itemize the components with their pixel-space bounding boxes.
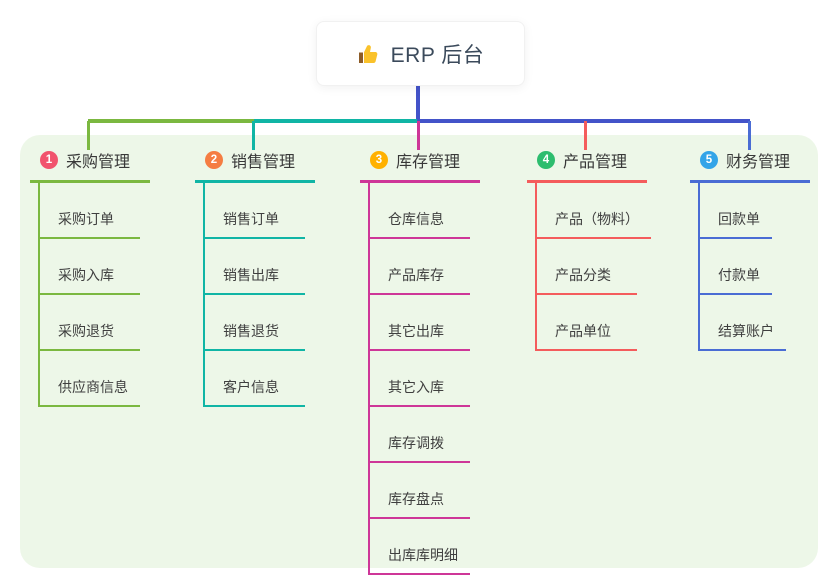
tree-item-label: 采购入库 xyxy=(58,267,114,283)
branch-badge: 4 xyxy=(537,151,555,169)
tree-item-label: 出库库明细 xyxy=(388,547,458,563)
connector-drop xyxy=(417,121,420,150)
tree-item[interactable]: 其它出库 xyxy=(370,295,470,351)
tree-item[interactable]: 其它入库 xyxy=(370,351,470,407)
tree-item-label: 供应商信息 xyxy=(58,379,128,395)
branch-title: 财务管理 xyxy=(726,154,791,171)
tree-item[interactable]: 采购入库 xyxy=(40,239,140,295)
branch-purchase: 1 采购管理 采购订单采购入库采购退货供应商信息 xyxy=(30,143,150,407)
branch-items: 产品（物料） 产品分类产品单位 xyxy=(535,183,651,351)
tree-item[interactable]: 销售订单 xyxy=(205,183,305,239)
branch-badge: 3 xyxy=(370,151,388,169)
connector-bus-segment xyxy=(417,119,750,123)
tree-item-label: 库存盘点 xyxy=(388,491,444,507)
tree-item[interactable]: 库存盘点 xyxy=(370,463,470,519)
branch-title: 产品管理 xyxy=(563,154,628,171)
tree-item-label: 采购退货 xyxy=(58,323,114,339)
tree-item-label: 付款单 xyxy=(718,267,760,283)
connector-drop xyxy=(584,121,587,150)
connector-bus-segment xyxy=(88,119,254,123)
branch-product: 4 产品管理 产品（物料） 产品分类产品单位 xyxy=(527,143,651,351)
tree-item[interactable]: 仓库信息 xyxy=(370,183,470,239)
branch-badge: 2 xyxy=(205,151,223,169)
tree-item[interactable]: 销售退货 xyxy=(205,295,305,351)
tree-item-label: 其它出库 xyxy=(388,323,444,339)
tree-item[interactable]: 结算账户 xyxy=(700,295,786,351)
root-title: ERP 后台 xyxy=(390,43,485,67)
canvas-panel xyxy=(20,135,818,568)
tree-item-label: 销售出库 xyxy=(223,267,279,283)
branch-items: 回款单付款单结算账户 xyxy=(698,183,786,351)
tree-item[interactable]: 采购订单 xyxy=(40,183,140,239)
tree-item-label: 仓库信息 xyxy=(388,211,444,227)
root-node[interactable]: ERP 后台 xyxy=(316,21,525,86)
connector-bus-segment xyxy=(254,119,419,123)
branch-items: 采购订单采购入库采购退货供应商信息 xyxy=(38,183,140,407)
tree-item-label: 其它入库 xyxy=(388,379,444,395)
branch-items: 仓库信息产品库存其它出库其它入库库存调拨库存盘点出库库明细 xyxy=(368,183,470,575)
branch-node[interactable]: 2 销售管理 xyxy=(195,143,315,183)
tree-item[interactable]: 客户信息 xyxy=(205,351,305,407)
tree-item[interactable]: 供应商信息 xyxy=(40,351,140,407)
tree-item[interactable]: 采购退货 xyxy=(40,295,140,351)
tree-item-label: 采购订单 xyxy=(58,211,114,227)
tree-item-label: 销售订单 xyxy=(223,211,279,227)
tree-item-label: 产品库存 xyxy=(388,267,444,283)
branch-badge: 1 xyxy=(40,151,58,169)
tree-item[interactable]: 付款单 xyxy=(700,239,772,295)
branch-title: 采购管理 xyxy=(66,154,131,171)
branch-sales: 2 销售管理 销售订单销售出库销售退货客户信息 xyxy=(195,143,315,407)
tree-item[interactable]: 产品（物料） xyxy=(537,183,651,239)
tree-item[interactable]: 产品库存 xyxy=(370,239,470,295)
branch-node[interactable]: 4 产品管理 xyxy=(527,143,647,183)
branch-title: 库存管理 xyxy=(396,154,461,171)
tree-item-label: 产品单位 xyxy=(555,323,611,339)
tree-item-label: 回款单 xyxy=(718,211,760,227)
tree-item[interactable]: 出库库明细 xyxy=(370,519,470,575)
branch-node[interactable]: 3 库存管理 xyxy=(360,143,480,183)
tree-item[interactable]: 销售出库 xyxy=(205,239,305,295)
tree-item-label: 产品分类 xyxy=(555,267,611,283)
branch-node[interactable]: 5 财务管理 xyxy=(690,143,810,183)
connector-drop xyxy=(87,121,90,150)
tree-item-label: 库存调拨 xyxy=(388,435,444,451)
connector-drop xyxy=(748,121,751,150)
tree-item[interactable]: 产品分类 xyxy=(537,239,637,295)
branch-finance: 5 财务管理 回款单付款单结算账户 xyxy=(690,143,810,351)
tree-item-label: 结算账户 xyxy=(718,323,774,339)
branch-node[interactable]: 1 采购管理 xyxy=(30,143,150,183)
tree-item-label: 客户信息 xyxy=(223,379,279,395)
thumbs-up-icon xyxy=(357,42,381,66)
connector-drop xyxy=(252,121,255,150)
tree-item[interactable]: 回款单 xyxy=(700,183,772,239)
branch-items: 销售订单销售出库销售退货客户信息 xyxy=(203,183,305,407)
tree-item-label: 销售退货 xyxy=(223,323,279,339)
branch-title: 销售管理 xyxy=(231,154,296,171)
tree-item[interactable]: 库存调拨 xyxy=(370,407,470,463)
connector-root-stub xyxy=(416,84,420,123)
branch-inventory: 3 库存管理 仓库信息产品库存其它出库其它入库库存调拨库存盘点出库库明细 xyxy=(360,143,480,575)
tree-item[interactable]: 产品单位 xyxy=(537,295,637,351)
branch-badge: 5 xyxy=(700,151,718,169)
tree-item-label: 产品（物料） xyxy=(555,211,639,227)
